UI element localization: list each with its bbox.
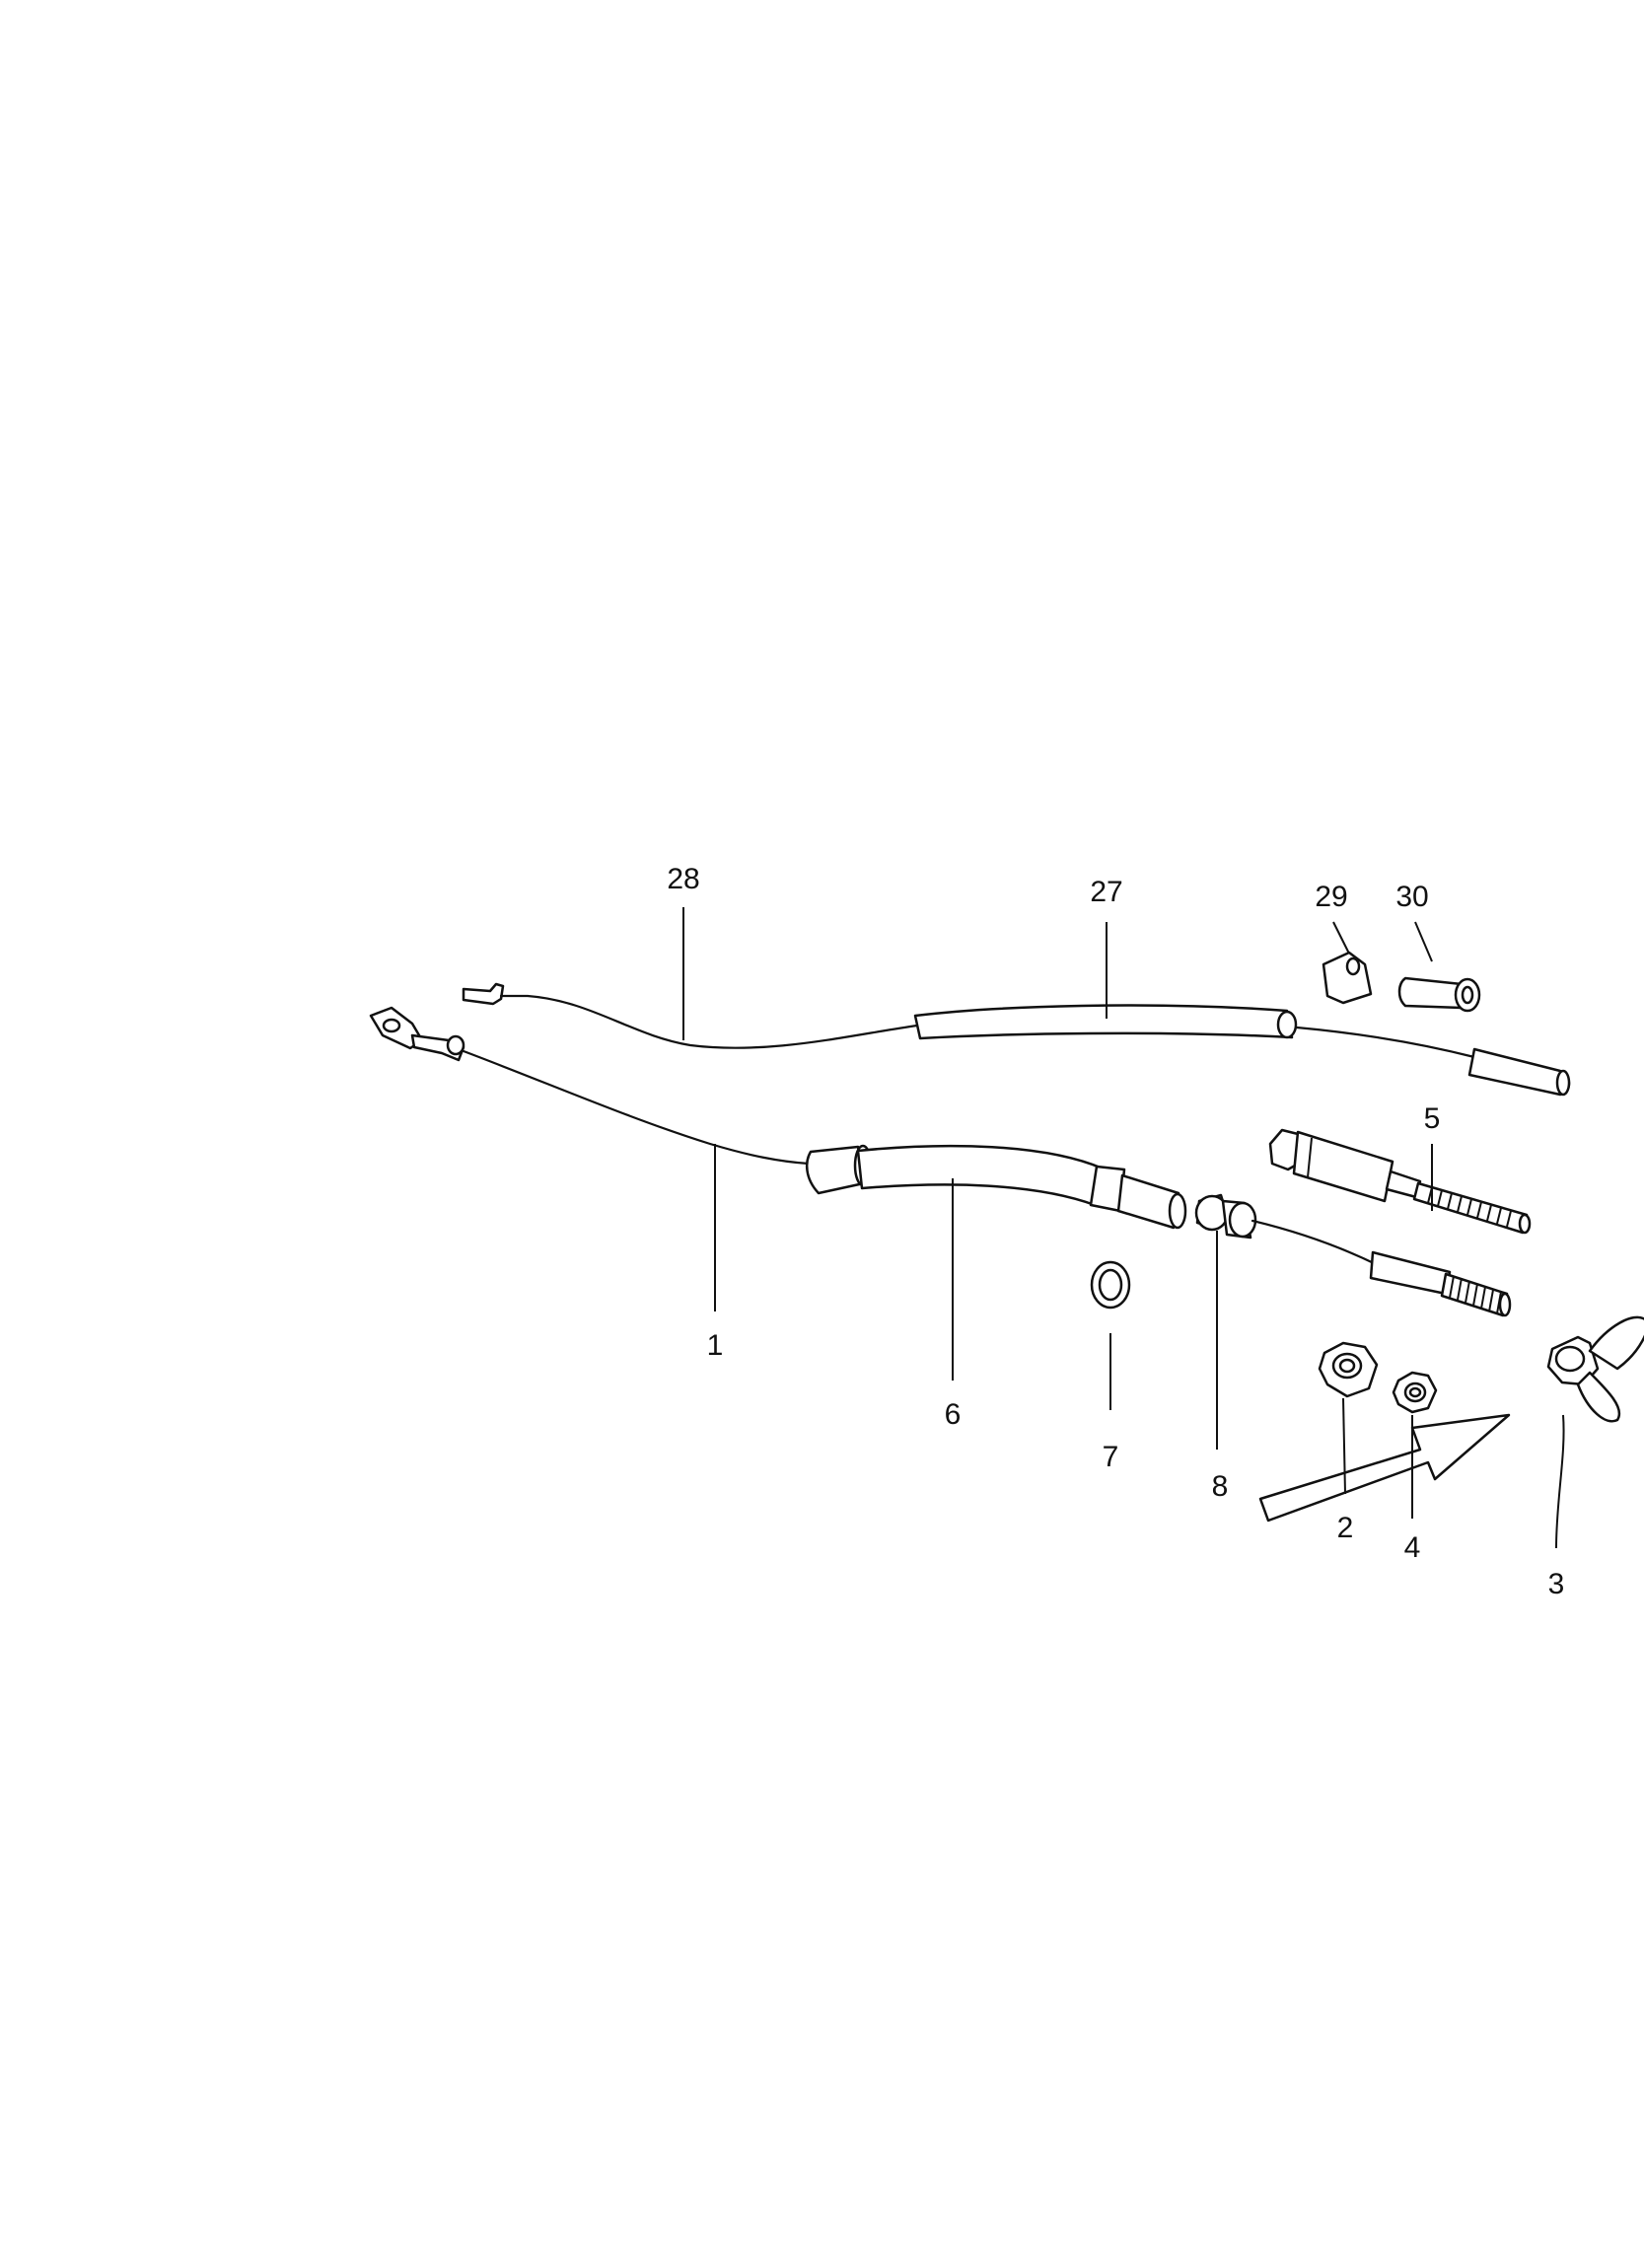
part-6-lower-sheath [805,1144,1187,1230]
part-2-hex-nut [1318,1341,1379,1398]
part-27-upper-sheath [913,1004,1571,1097]
callout-30: 30 [1395,881,1429,913]
part-29-clip [1322,951,1373,1005]
leader-29 [1332,921,1350,955]
callout-5: 5 [1423,1102,1441,1135]
callout-3: 3 [1547,1568,1565,1600]
callout-6: 6 [944,1398,962,1431]
part-3-wing-nut [1546,1315,1644,1423]
callout-8: 8 [1211,1470,1229,1503]
leader-2 [1342,1397,1346,1495]
leader-lines [682,907,1565,1549]
callout-29: 29 [1315,881,1348,913]
leader-3 [1555,1414,1565,1549]
part-8-grommet [1194,1193,1512,1317]
callout-27: 27 [1090,876,1123,908]
callout-4: 4 [1403,1531,1421,1564]
callout-2: 2 [1336,1512,1354,1544]
callout-28: 28 [667,863,700,895]
callout-1: 1 [706,1329,724,1362]
part-8-threaded-end [1440,1272,1512,1317]
leader-30 [1414,921,1433,962]
callout-7: 7 [1102,1441,1119,1473]
part-5-adjuster-bolt [1268,1128,1532,1235]
part-28-upper-wire [462,982,919,1049]
part-7-washer [1090,1260,1131,1310]
direction-arrow [1258,1413,1511,1523]
part-4-small-nut [1392,1371,1438,1414]
part-30-sleeve [1397,976,1481,1013]
part-1-lower-wire [369,1006,811,1166]
